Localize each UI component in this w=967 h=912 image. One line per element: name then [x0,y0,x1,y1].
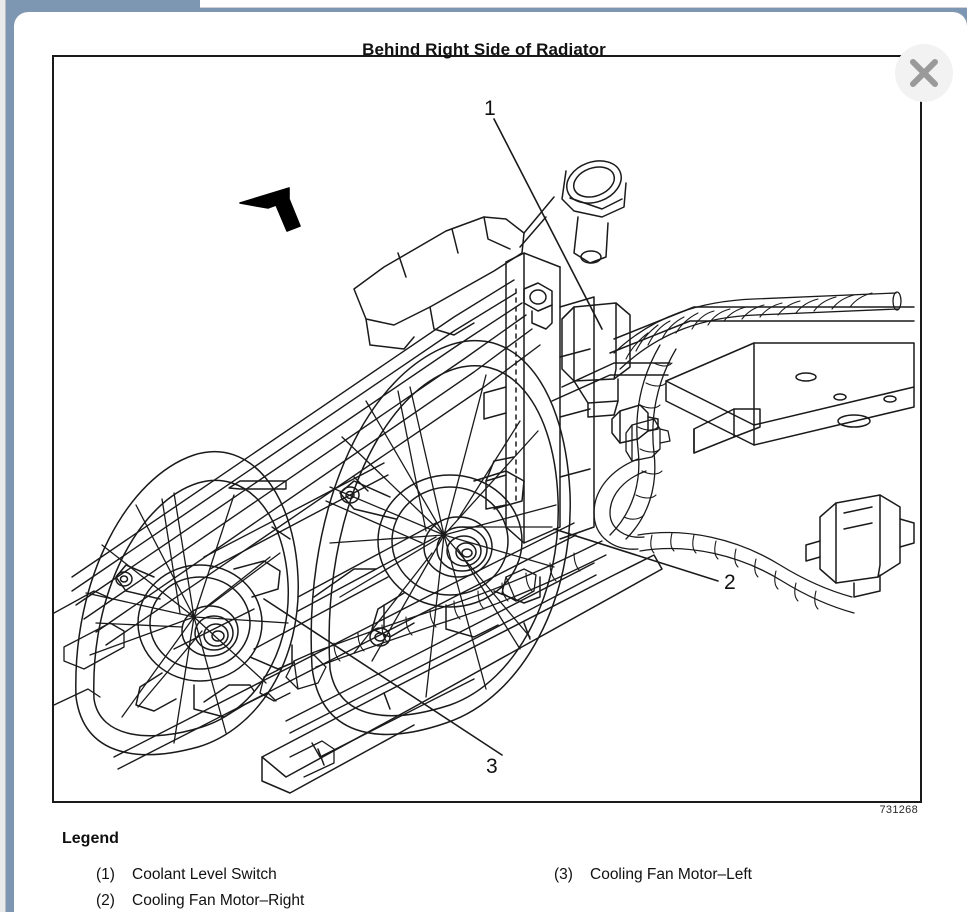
legend-item-label: Coolant Level Switch [132,866,277,883]
electrical-connector-right [805,494,915,598]
dialog-title: Behind Right Side of Radiator [362,40,606,59]
radiator-fan-assembly-diagram: 1 2 3 [54,97,915,794]
image-dialog-content: Behind Right Side of Radiator [14,12,967,912]
legend: Legend (1) Coolant Level Switch (2) Cool… [52,830,932,912]
image-dialog: Behind Right Side of Radiator [14,12,967,912]
legend-heading: Legend [62,830,119,847]
legend-column-left: (1) Coolant Level Switch (2) Cooling Fan… [96,862,304,912]
fan-motor-left [115,560,293,718]
close-button[interactable] [895,44,953,102]
document-left-gutter [0,0,6,912]
legend-item-label: Cooling Fan Motor–Left [590,866,752,883]
diagram-frame: 1 2 3 [52,55,922,803]
fan-motor-right [339,456,541,647]
radiator-side-frame [483,252,595,544]
callout-labels: 1 2 3 [484,97,736,778]
radiator-upper-tank [353,160,627,350]
legend-item-label: Cooling Fan Motor–Right [132,892,305,909]
lower-left-brackets [54,590,335,778]
wiring-harness [259,291,902,702]
legend-item-number: (3) [554,866,573,883]
document-gutter-divider [5,0,6,912]
document-top-edge [200,0,967,8]
callout-number-1: 1 [484,97,496,120]
close-icon [910,59,938,87]
fan-shroud-left [75,450,299,756]
lower-support-bars [113,462,597,770]
fan-blades-left [85,492,289,744]
legend-item-number: (1) [96,866,115,883]
coolant-level-switch-part [523,282,631,418]
legend-item: (3) Cooling Fan Motor–Left [554,862,752,888]
callout-number-2: 2 [724,571,736,594]
callout-leaders [263,118,719,756]
harness-clip [611,404,659,444]
figure-id-number: 731268 [879,804,918,816]
direction-arrow-icon [239,187,301,232]
legend-item: (1) Coolant Level Switch [96,862,304,888]
legend-column-right: (3) Cooling Fan Motor–Left [554,862,752,888]
callout-number-3: 3 [486,755,498,778]
legend-item: (2) Cooling Fan Motor–Right [96,888,304,912]
legend-item-number: (2) [96,892,115,909]
frame-rail-bracket [551,306,915,454]
